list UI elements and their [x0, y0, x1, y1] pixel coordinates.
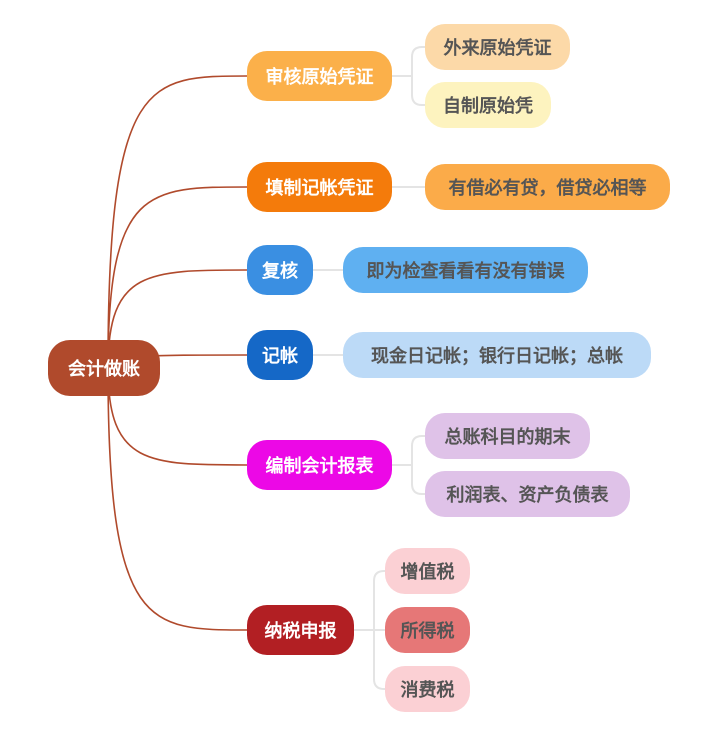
leaf-ledger-period-end[interactable]: 总账科目的期末 [425, 413, 590, 459]
leaf-income-tax[interactable]: 所得税 [385, 607, 470, 653]
child-link-b6-0 [373, 570, 385, 630]
branch-audit-vouchers[interactable]: 审核原始凭证 [247, 51, 392, 101]
branch-tax-filing[interactable]: 纳税申报 [247, 605, 354, 655]
leaf-vat[interactable]: 增值税 [385, 548, 470, 594]
child-link-b6-2 [373, 630, 385, 690]
leaf-journals-ledger[interactable]: 现金日记帐；银行日记帐；总帐 [343, 332, 651, 378]
root-link-b2 [107, 186, 248, 369]
leaf-check-errors[interactable]: 即为检查看看有没有错误 [343, 247, 588, 293]
branch-bookkeeping[interactable]: 记帐 [247, 330, 313, 380]
child-link-b1-1 [411, 76, 425, 106]
branch-fill-vouchers[interactable]: 填制记帐凭证 [247, 162, 392, 212]
leaf-debit-credit-rule[interactable]: 有借必有贷，借贷必相等 [425, 164, 670, 210]
root-node[interactable]: 会计做账 [48, 340, 160, 396]
root-link-b6 [107, 367, 248, 631]
leaf-internal-vouchers[interactable]: 自制原始凭 [425, 82, 551, 128]
leaf-external-vouchers[interactable]: 外来原始凭证 [425, 24, 570, 70]
branch-review[interactable]: 复核 [247, 245, 313, 295]
leaf-consumption-tax[interactable]: 消费税 [385, 666, 470, 712]
root-link-b5 [107, 367, 248, 466]
child-link-b5-1 [411, 465, 425, 495]
root-link-b1 [107, 75, 248, 369]
child-link-b5-0 [411, 435, 425, 465]
root-link-b3 [107, 269, 248, 369]
branch-prepare-reports[interactable]: 编制会计报表 [247, 440, 392, 490]
child-link-b1-0 [411, 46, 425, 76]
leaf-income-balance-sheet[interactable]: 利润表、资产负债表 [425, 471, 630, 517]
